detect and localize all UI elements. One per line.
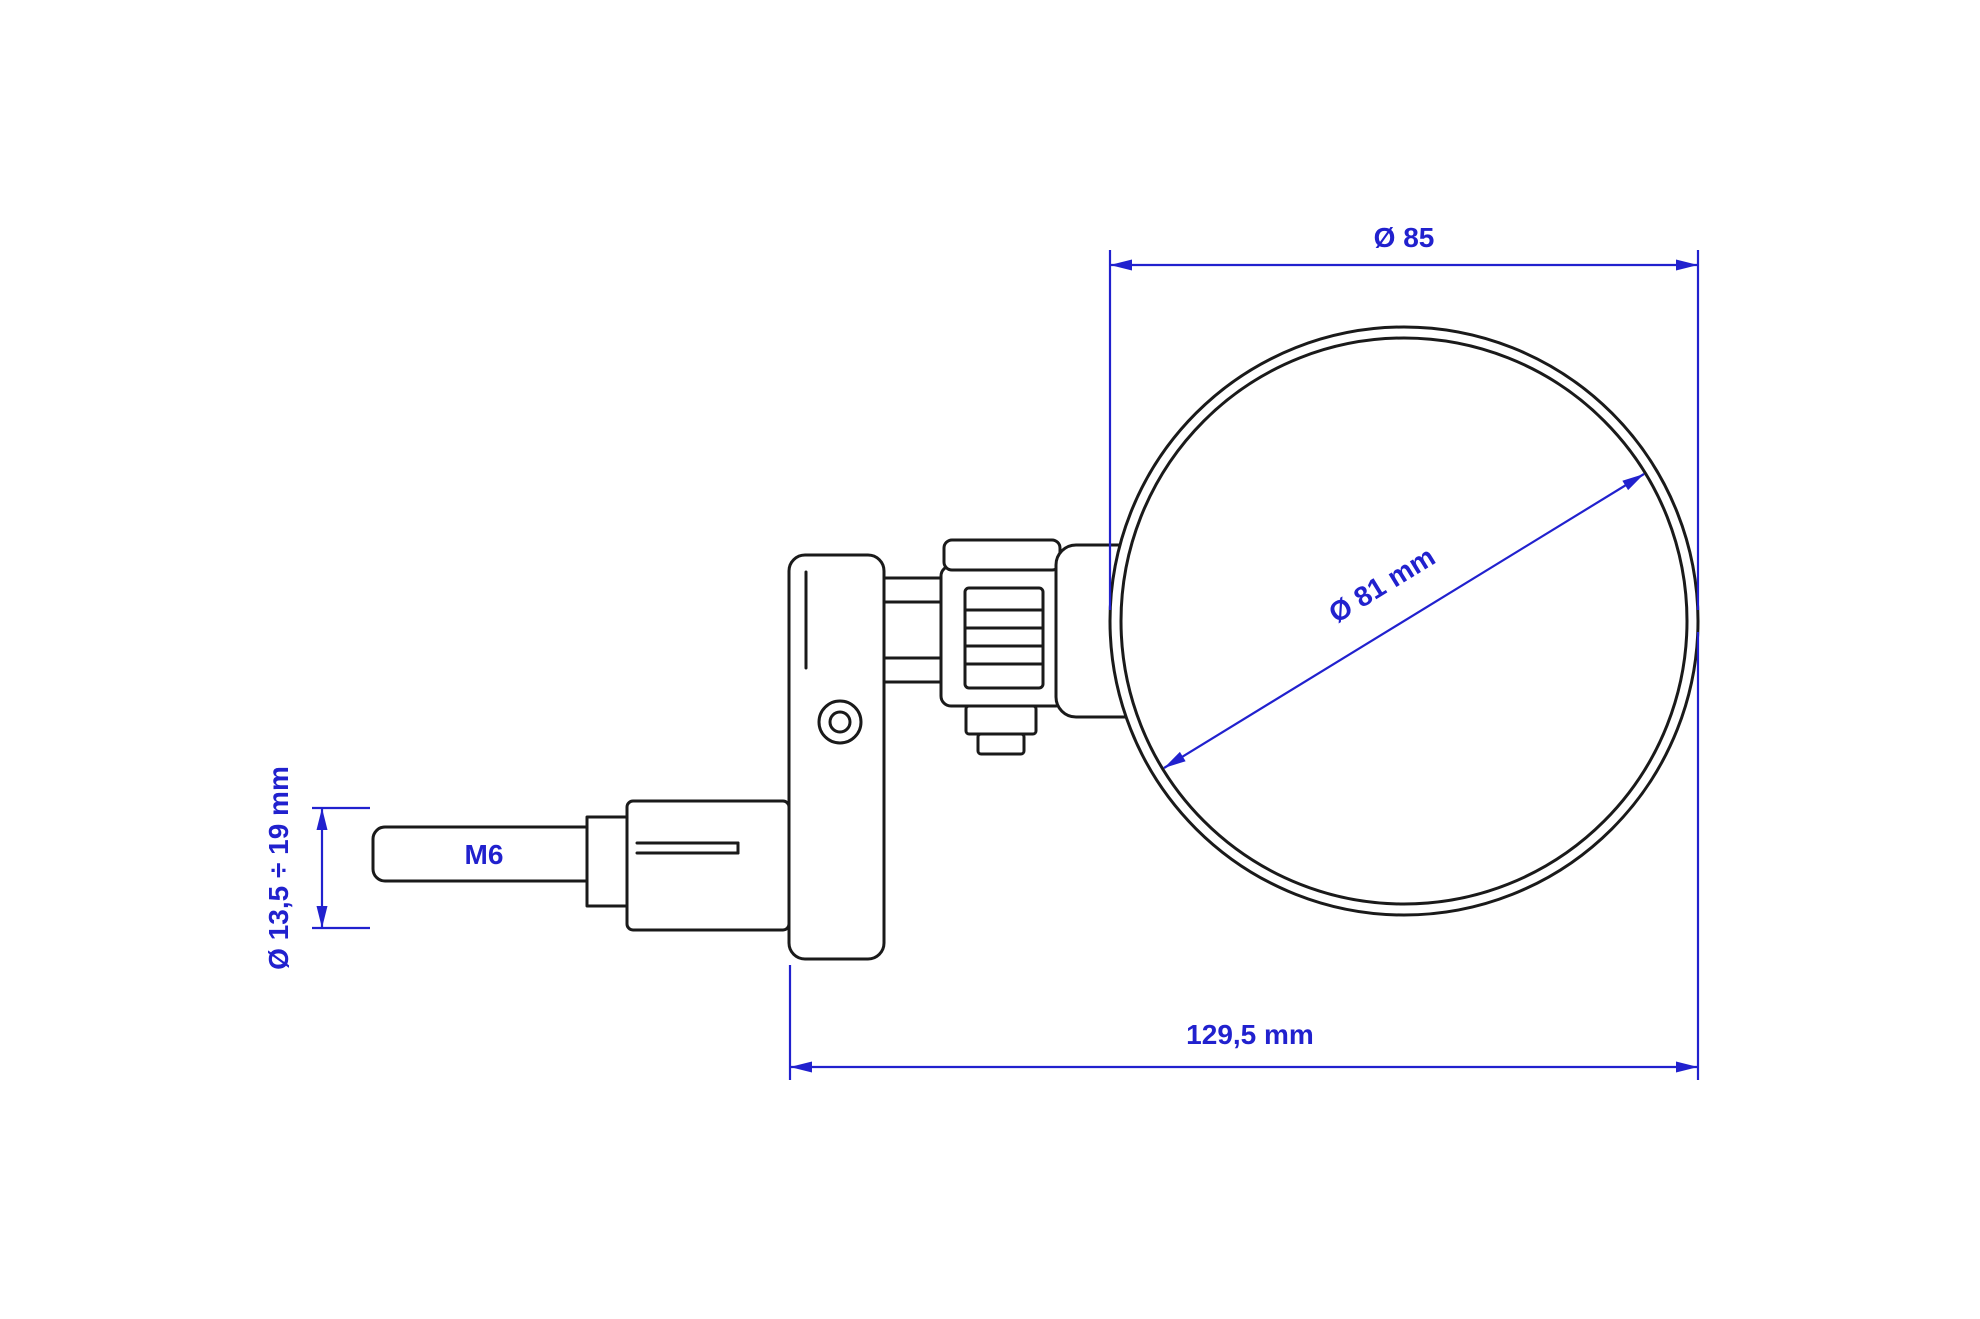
pinch-screw-socket xyxy=(828,710,852,734)
dimension-top-diameter: Ø 85 xyxy=(1108,222,1700,610)
dimension-line xyxy=(1163,473,1645,769)
washer-collar xyxy=(585,815,629,908)
hinge-fork xyxy=(882,576,946,684)
thread-label: M6 xyxy=(465,839,504,870)
mirror-rim-inner xyxy=(1119,336,1689,906)
dimension-label-stem-range: Ø 13,5 ÷ 19 mm xyxy=(263,766,294,970)
dimension-label-top-diameter: Ø 85 xyxy=(1374,222,1435,253)
expander-cylinder xyxy=(625,799,791,932)
clamp-body xyxy=(787,553,886,961)
thread-callout: M6 xyxy=(465,839,504,870)
pivot-bolt-cap xyxy=(942,538,1062,572)
dimension-stem-range: Ø 13,5 ÷ 19 mm xyxy=(263,766,370,970)
dimension-label-overall-length: 129,5 mm xyxy=(1186,1019,1314,1050)
pivot-nut xyxy=(964,704,1038,756)
dimension-overall-length: 129,5 mm xyxy=(788,632,1700,1080)
hinge-knuckle xyxy=(939,564,1068,708)
clamp-body-details xyxy=(804,570,863,745)
